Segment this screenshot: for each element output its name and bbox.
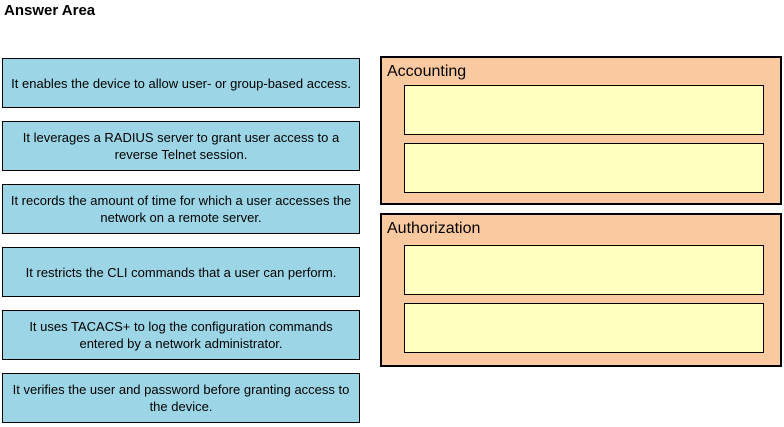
drag-option-radius-reverse-telnet[interactable]: It leverages a RADIUS server to grant us… <box>2 121 360 171</box>
drag-option-records-time[interactable]: It records the amount of time for which … <box>2 184 360 234</box>
category-accounting-label: Accounting <box>387 63 467 80</box>
options-column: It enables the device to allow user- or … <box>2 58 360 423</box>
drop-slot-authorization-1[interactable] <box>404 245 764 295</box>
category-accounting: Accounting <box>380 56 782 205</box>
drop-slot-accounting-2[interactable] <box>404 143 764 193</box>
category-authorization: Authorization <box>380 213 782 367</box>
accounting-slots <box>404 85 764 193</box>
drop-slot-authorization-2[interactable] <box>404 303 764 353</box>
page-title: Answer Area <box>4 2 96 19</box>
drag-option-user-group-access[interactable]: It enables the device to allow user- or … <box>2 58 360 108</box>
categories-column: Accounting Authorization <box>380 56 782 367</box>
drop-slot-accounting-1[interactable] <box>404 85 764 135</box>
drag-option-tacacs-log[interactable]: It uses TACACS+ to log the configuration… <box>2 310 360 360</box>
drag-option-restricts-cli[interactable]: It restricts the CLI commands that a use… <box>2 247 360 297</box>
authorization-slots <box>404 245 764 353</box>
drag-option-verifies-user-password[interactable]: It verifies the user and password before… <box>2 373 360 423</box>
category-authorization-label: Authorization <box>387 220 481 237</box>
